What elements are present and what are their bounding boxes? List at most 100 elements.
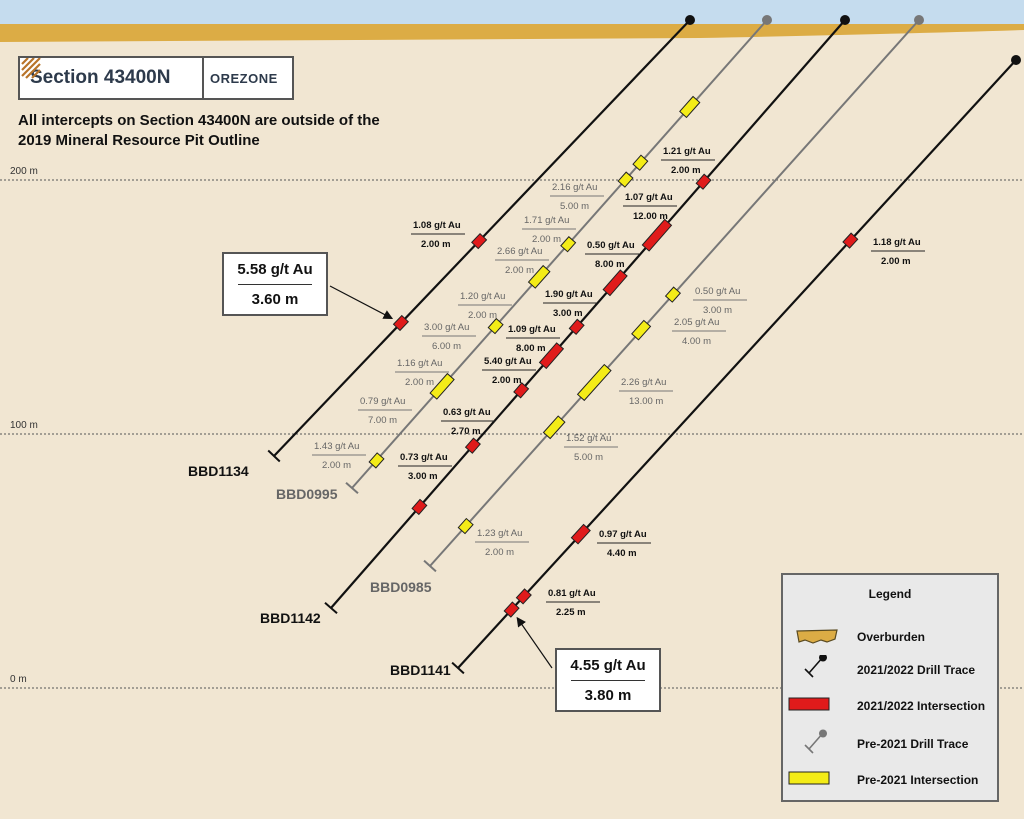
collar-icon bbox=[840, 15, 850, 25]
intercept-grade: 1.07 g/t Au bbox=[625, 192, 673, 203]
intersection-bar bbox=[568, 318, 585, 336]
intercept-length: 3.00 m bbox=[703, 305, 732, 316]
intercept-length: 2.00 m bbox=[532, 234, 561, 245]
intercept-length: 2.00 m bbox=[421, 239, 451, 250]
intersection-bar bbox=[487, 317, 504, 335]
hole-label-bbd1134: BBD1134 bbox=[188, 463, 249, 479]
intercept-length: 2.00 m bbox=[671, 165, 701, 176]
legend-label: Pre-2021 Intersection bbox=[857, 773, 979, 787]
intersection-bar bbox=[515, 588, 532, 605]
intercept-length: 8.00 m bbox=[595, 259, 625, 270]
intercept-length: 2.00 m bbox=[468, 310, 497, 321]
red-bar-swatch bbox=[788, 697, 830, 711]
callout-intersection-bar bbox=[503, 601, 520, 618]
intercept-grade: 1.23 g/t Au bbox=[477, 528, 522, 539]
callout-arrow bbox=[516, 616, 553, 669]
intersection-bar bbox=[576, 363, 612, 402]
intersection-bar bbox=[542, 415, 566, 440]
callout-arrow bbox=[329, 285, 394, 319]
elevation-label: 100 m bbox=[10, 420, 38, 431]
intersection-bar bbox=[513, 382, 530, 399]
pit-outline-note: All intercepts on Section 43400N are out… bbox=[18, 112, 380, 149]
legend-item-old-intersection: Pre-2021 Intersection bbox=[783, 765, 997, 795]
yellow-bar-swatch bbox=[788, 771, 830, 785]
legend-item-old-trace: Pre-2021 Drill Trace bbox=[783, 729, 997, 759]
intercept-length: 12.00 m bbox=[633, 211, 668, 222]
intersection-bar bbox=[411, 498, 428, 516]
intercept-length: 3.00 m bbox=[553, 308, 583, 319]
drill-trace-bbd0995 bbox=[351, 19, 768, 489]
intercept-length: 8.00 m bbox=[516, 343, 546, 354]
callout-box-bbd1134: 5.58 g/t Au 3.60 m bbox=[222, 252, 328, 316]
collar-icon bbox=[914, 15, 924, 25]
intersection-bar bbox=[602, 269, 628, 297]
hole-label-bbd0985: BBD0985 bbox=[370, 579, 432, 595]
intercept-length: 2.00 m bbox=[881, 256, 911, 267]
intercept-length: 2.00 m bbox=[505, 265, 534, 276]
intercept-length: 2.25 m bbox=[556, 607, 586, 618]
logo: OREZONE bbox=[21, 58, 278, 98]
intercept-grade: 2.05 g/t Au bbox=[674, 317, 719, 328]
legend-box: Legend Overburden 2021/2022 Drill Trace … bbox=[781, 573, 999, 802]
intercept-grade: 1.90 g/t Au bbox=[545, 289, 593, 300]
legend-item-new-trace: 2021/2022 Drill Trace bbox=[783, 655, 997, 685]
intersection-bar bbox=[464, 437, 481, 454]
elevation-label: 200 m bbox=[10, 166, 38, 177]
collar-icon bbox=[762, 15, 772, 25]
intersection-bar bbox=[538, 342, 565, 370]
end-of-hole-tick bbox=[451, 661, 465, 675]
intercept-grade: 0.50 g/t Au bbox=[695, 286, 740, 297]
intercept-length: 4.40 m bbox=[607, 548, 637, 559]
callout-length: 3.80 m bbox=[584, 686, 632, 704]
legend-label: 2021/2022 Drill Trace bbox=[857, 663, 976, 677]
hole-label-bbd0995: BBD0995 bbox=[276, 486, 338, 502]
intersection-bar bbox=[632, 154, 649, 171]
end-of-hole-tick bbox=[423, 559, 437, 573]
title-box: Section 43400N OREZONE bbox=[18, 56, 294, 100]
section-title: Section 43400N bbox=[30, 67, 171, 88]
callout-divider bbox=[238, 283, 312, 285]
intersection-bar bbox=[842, 232, 859, 249]
intersection-bar bbox=[679, 95, 701, 119]
intercept-length: 2.00 m bbox=[485, 547, 514, 558]
intercept-grade: 2.66 g/t Au bbox=[497, 246, 542, 257]
legend-label: Pre-2021 Drill Trace bbox=[857, 737, 969, 751]
intercept-grade: 1.09 g/t Au bbox=[508, 324, 556, 335]
hole-label-bbd1142: BBD1142 bbox=[260, 610, 321, 626]
intercept-length: 2.00 m bbox=[405, 377, 434, 388]
drill-trace-bbd1141 bbox=[457, 59, 1017, 669]
end-of-hole-tick bbox=[345, 481, 359, 495]
intercept-length: 6.00 m bbox=[432, 341, 461, 352]
intercept-grade: 2.26 g/t Au bbox=[621, 377, 666, 388]
intercept-grade: 0.73 g/t Au bbox=[400, 452, 448, 463]
drill-trace-icon bbox=[804, 729, 827, 754]
intersection-bar bbox=[429, 372, 455, 400]
intersection-bar bbox=[695, 173, 712, 190]
intercept-grade: 1.16 g/t Au bbox=[397, 358, 442, 369]
intersection-bar bbox=[368, 452, 385, 469]
intercept-grade: 1.20 g/t Au bbox=[460, 291, 505, 302]
intercept-grade: 3.00 g/t Au bbox=[424, 322, 469, 333]
intercept-length: 5.00 m bbox=[574, 452, 603, 463]
callout-box-bbd1141: 4.55 g/t Au 3.80 m bbox=[555, 648, 661, 712]
intercept-length: 2.00 m bbox=[492, 375, 522, 386]
intercept-grade: 1.21 g/t Au bbox=[663, 146, 711, 157]
intercept-length: 4.00 m bbox=[682, 336, 711, 347]
callout-grade: 5.58 g/t Au bbox=[237, 260, 313, 278]
legend-label: Overburden bbox=[857, 630, 926, 644]
callout-grade: 4.55 g/t Au bbox=[570, 656, 646, 674]
intercept-grade: 0.50 g/t Au bbox=[587, 240, 635, 251]
intercept-length: 7.00 m bbox=[368, 415, 397, 426]
callout-length: 3.60 m bbox=[251, 290, 299, 308]
intercept-grade: 1.08 g/t Au bbox=[413, 220, 461, 231]
callout-divider bbox=[571, 679, 645, 681]
legend-label: 2021/2022 Intersection bbox=[857, 699, 986, 713]
intercept-length: 2.00 m bbox=[322, 460, 351, 471]
collar-icon bbox=[1011, 55, 1021, 65]
logo-text: OREZONE bbox=[210, 70, 278, 86]
intersection-bar bbox=[457, 517, 474, 535]
intersection-bar bbox=[570, 523, 591, 545]
drill-trace-icon bbox=[804, 655, 827, 678]
